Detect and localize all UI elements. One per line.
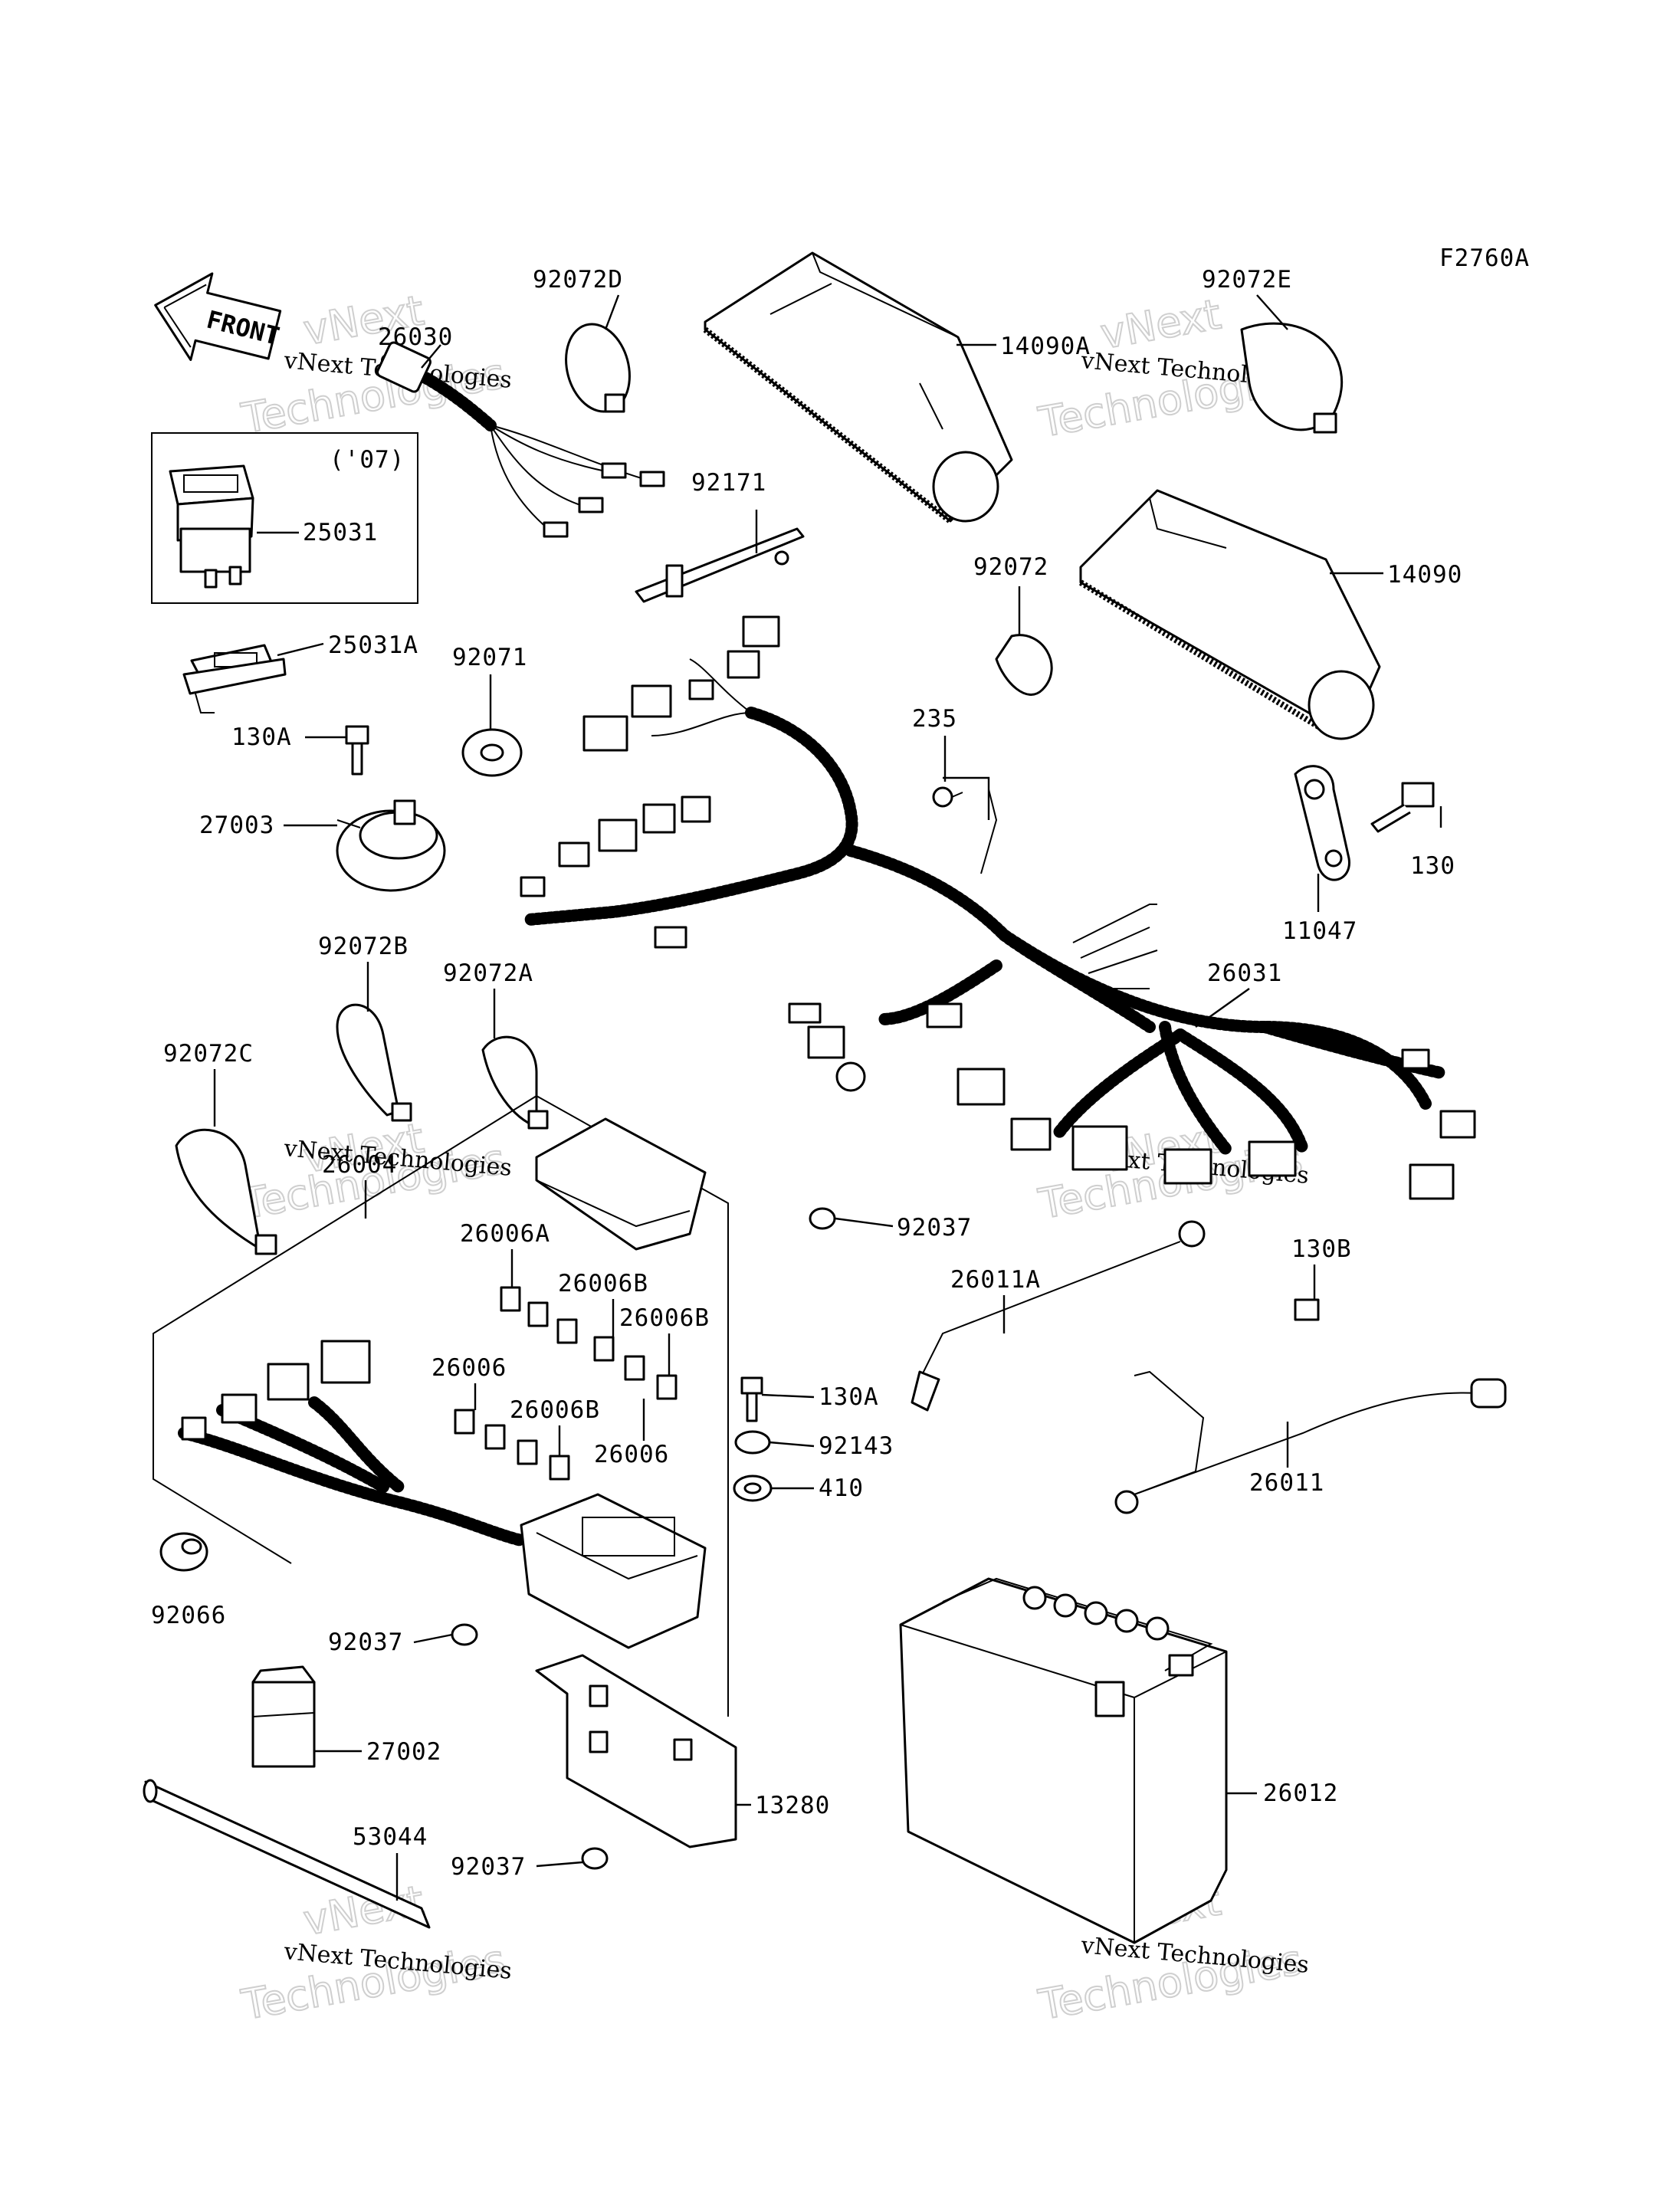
part-130A-lower: [740, 1376, 763, 1422]
part-26031: [520, 615, 1476, 1200]
label-92072E: 92072E: [1202, 266, 1292, 294]
leader-lines: [213, 294, 1442, 1901]
part-number-labels: 92072D 26030 14090A 92072E 25031 92171 1…: [151, 266, 1462, 1881]
label-130A-lower: 130A: [819, 1383, 879, 1411]
label-26006B-a: 26006B: [558, 1270, 648, 1297]
part-92072A: [481, 1035, 549, 1130]
label-92143: 92143: [819, 1432, 894, 1460]
label-14090: 14090: [1387, 561, 1462, 589]
label-26004: 26004: [322, 1151, 397, 1179]
part-92071: [461, 728, 523, 777]
label-26011: 26011: [1249, 1469, 1324, 1497]
part-92066: [159, 1532, 208, 1572]
part-14090A: [703, 251, 1013, 524]
label-26030: 26030: [378, 323, 453, 351]
label-26006-a: 26006: [431, 1354, 507, 1382]
label-27003: 27003: [199, 812, 274, 839]
part-92072C: [175, 1128, 277, 1255]
part-27003: [336, 799, 446, 892]
label-14090A: 14090A: [1000, 333, 1091, 360]
part-26004-cover: [535, 1117, 707, 1251]
part-25031A: [182, 644, 287, 713]
part-92143: [734, 1430, 771, 1455]
hour-meter-body: [179, 527, 251, 573]
label-26031: 26031: [1207, 959, 1282, 987]
watermark-line1: vNext: [1097, 290, 1224, 358]
label-92072A: 92072A: [443, 959, 533, 987]
label-92072D: 92072D: [533, 266, 623, 294]
label-13280: 13280: [755, 1792, 830, 1819]
label-235: 235: [912, 705, 957, 733]
label-53044: 53044: [353, 1823, 428, 1851]
part-26011: [1114, 1370, 1507, 1514]
part-26011A: [911, 1220, 1206, 1412]
part-130: [1370, 782, 1435, 833]
part-92072: [995, 634, 1053, 696]
part-92037-middle: [451, 1623, 478, 1646]
label-92037-upper: 92037: [897, 1214, 972, 1242]
part-92072D: [565, 323, 631, 413]
part-13280: [535, 1654, 737, 1848]
part-26030: [376, 341, 665, 538]
label-25031: 25031: [303, 519, 378, 546]
label-92037-lower: 92037: [451, 1853, 526, 1881]
year-07-box: ('07): [151, 432, 418, 604]
part-26012: [899, 1577, 1228, 1944]
label-26006-b: 26006: [594, 1441, 669, 1468]
part-235: [932, 786, 963, 808]
label-26011A: 26011A: [950, 1266, 1041, 1294]
part-11047: [1294, 765, 1350, 881]
part-92072B: [336, 1003, 412, 1122]
part-53044: [143, 1779, 431, 1929]
part-92072E: [1240, 322, 1344, 434]
label-92037-middle: 92037: [328, 1629, 403, 1656]
label-410: 410: [819, 1474, 864, 1502]
label-26012: 26012: [1263, 1779, 1338, 1807]
part-130B: [1294, 1298, 1320, 1321]
label-92171: 92171: [691, 469, 766, 497]
label-92072C: 92072C: [163, 1040, 254, 1068]
label-27002: 27002: [366, 1738, 441, 1766]
year-note: ('07): [330, 446, 405, 474]
label-130A-upper: 130A: [231, 723, 292, 751]
part-14090: [1078, 489, 1381, 740]
part-92037-upper: [809, 1207, 836, 1230]
part-92171: [635, 527, 805, 603]
label-92072B: 92072B: [318, 933, 409, 960]
label-26006B-c: 26006B: [510, 1396, 600, 1424]
figure-code: F2760A: [1439, 244, 1530, 272]
fuses: [454, 1286, 678, 1481]
front-arrow: FRONT: [154, 272, 282, 362]
label-130B: 130B: [1291, 1235, 1352, 1263]
part-27002: [251, 1665, 316, 1768]
part-410: [733, 1474, 773, 1502]
label-26006B-b: 26006B: [619, 1304, 710, 1332]
label-11047: 11047: [1282, 917, 1357, 945]
part-26004-fusebox: [178, 1340, 707, 1649]
part-130A-upper: [345, 725, 369, 776]
label-25031A: 25031A: [328, 631, 418, 659]
label-92072: 92072: [973, 553, 1048, 581]
label-92066: 92066: [151, 1602, 226, 1629]
label-92071: 92071: [452, 644, 527, 671]
part-92037-lower: [581, 1847, 609, 1870]
label-130: 130: [1410, 852, 1455, 880]
label-26006A: 26006A: [460, 1220, 550, 1248]
